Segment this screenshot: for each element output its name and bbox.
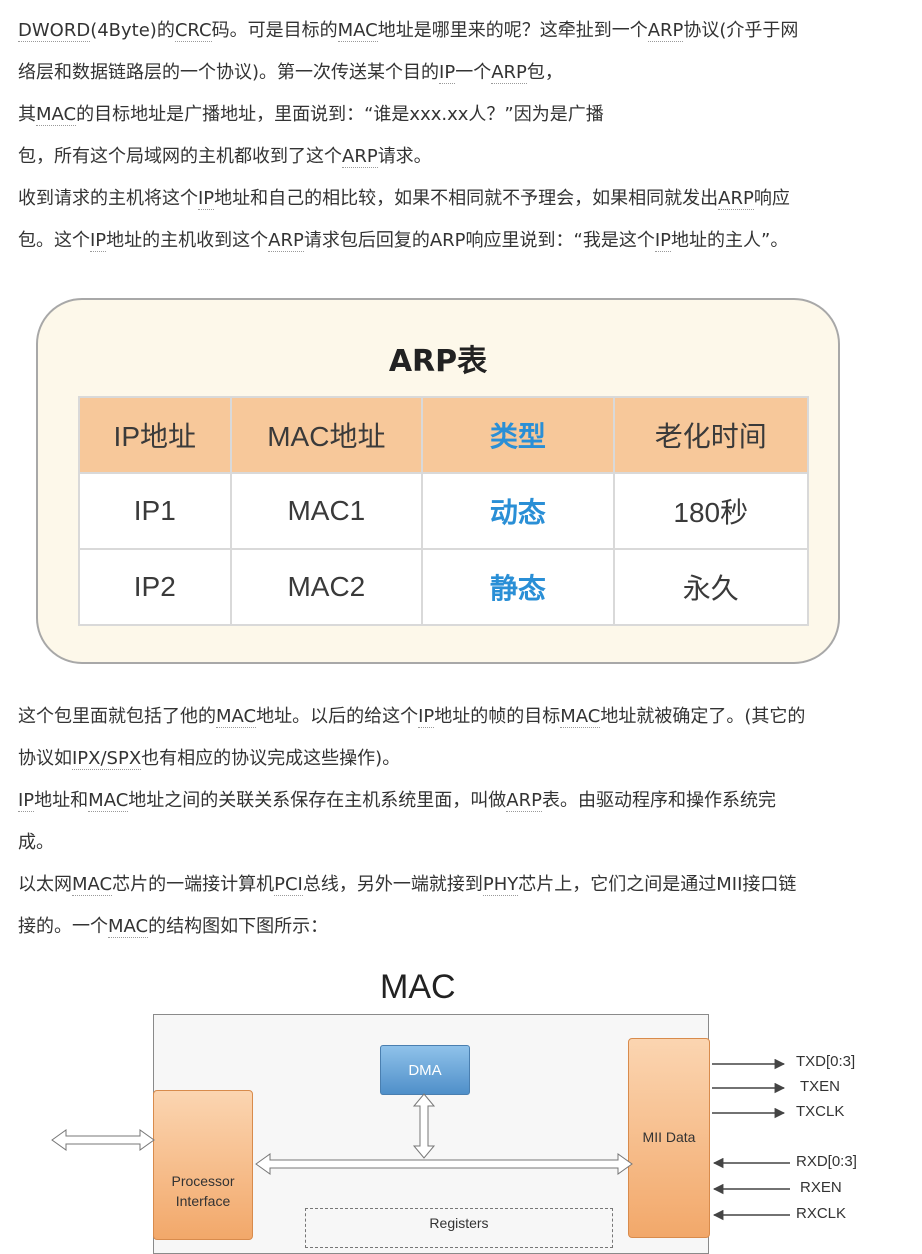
text-line: 收到请求的主机将这个IP地址和自己的相比较，如果不相同就不予理会，如果相同就发出… bbox=[18, 188, 790, 210]
signal-rxen: RXEN bbox=[800, 1179, 842, 1196]
text-line: 协议如IPX/SPX也有相应的协议完成这些操作)。 bbox=[18, 748, 401, 770]
external-bus-arrow bbox=[51, 1129, 155, 1151]
text-line: 以太网MAC芯片的一端接计算机PCI总线，另外一端就接到PHY芯片上，它们之间是… bbox=[18, 874, 797, 896]
processor-interface-block: Processor Interface bbox=[153, 1090, 253, 1240]
processor-label-line1: Processor bbox=[171, 1173, 235, 1189]
signal-rxd: RXD[0:3] bbox=[796, 1153, 857, 1170]
text-line: 接的。一个MAC的结构图如下图所示： bbox=[18, 916, 329, 938]
text-line: 包。这个IP地址的主机收到这个ARP请求包后回复的ARP响应里说到：“我是这个I… bbox=[18, 230, 789, 252]
table-row: IP1 MAC1 动态 180秒 bbox=[78, 472, 810, 550]
mac-diagram-title: MAC bbox=[380, 968, 456, 1006]
arp-table-card: ARP表 IP地址 MAC地址 类型 老化时间 IP1 MAC1 动态 180秒… bbox=[36, 298, 840, 664]
internal-bus-arrow bbox=[255, 1153, 633, 1175]
header-type: 类型 bbox=[421, 396, 615, 474]
text-line: 包，所有这个局域网的主机都收到了这个ARP请求。 bbox=[18, 146, 432, 168]
header-aging: 老化时间 bbox=[612, 396, 810, 474]
text-line: 络层和数据链路层的一个协议)。第一次传送某个目的IP一个ARP包， bbox=[18, 62, 563, 84]
dma-bus-arrow bbox=[412, 1093, 436, 1159]
signal-txd: TXD[0:3] bbox=[796, 1053, 856, 1070]
cell-mac: MAC2 bbox=[229, 548, 424, 626]
signal-txen: TXEN bbox=[800, 1078, 841, 1095]
cell-ip: IP2 bbox=[78, 548, 232, 626]
processor-label-line2: Interface bbox=[175, 1193, 231, 1209]
header-ip: IP地址 bbox=[78, 396, 232, 474]
text-line: 成。 bbox=[18, 832, 54, 853]
cell-ip: IP1 bbox=[78, 472, 232, 550]
cell-aging: 永久 bbox=[612, 548, 810, 626]
table-row: IP2 MAC2 静态 永久 bbox=[78, 548, 810, 626]
signal-txclk: TXCLK bbox=[796, 1103, 845, 1120]
text-line: 其MAC的目标地址是广播地址，里面说到：“谁是xxx.xx人？”因为是广播 bbox=[18, 104, 604, 126]
mii-data-block: MII Data bbox=[628, 1038, 710, 1238]
signal-rxclk: RXCLK bbox=[796, 1205, 847, 1222]
cell-type: 静态 bbox=[421, 548, 615, 626]
text-line: DWORD(4Byte)的CRC码。可是目标的MAC地址是哪里来的呢？这牵扯到一… bbox=[18, 20, 799, 42]
header-mac: MAC地址 bbox=[229, 396, 424, 474]
body-paragraph: 这个包里面就包括了他的MAC地址。以后的给这个IP地址的帧的目标MAC地址就被确… bbox=[18, 696, 904, 948]
table-header-row: IP地址 MAC地址 类型 老化时间 bbox=[78, 396, 810, 474]
text-line: 这个包里面就包括了他的MAC地址。以后的给这个IP地址的帧的目标MAC地址就被确… bbox=[18, 706, 806, 728]
mac-structure-diagram: MAC DMA Processor Interface MII Data Reg… bbox=[0, 960, 922, 1254]
arp-table-title: ARP表 bbox=[388, 344, 488, 379]
text-line: IP地址和MAC地址之间的关联关系保存在主机系统里面，叫做ARP表。由驱动程序和… bbox=[18, 790, 776, 812]
cell-type: 动态 bbox=[421, 472, 615, 550]
intro-paragraph: DWORD(4Byte)的CRC码。可是目标的MAC地址是哪里来的呢？这牵扯到一… bbox=[18, 10, 904, 262]
cell-aging: 180秒 bbox=[612, 472, 810, 550]
arp-table: IP地址 MAC地址 类型 老化时间 IP1 MAC1 动态 180秒 IP2 … bbox=[78, 396, 810, 626]
diagram-arrows bbox=[51, 1058, 790, 1221]
cell-mac: MAC1 bbox=[229, 472, 424, 550]
